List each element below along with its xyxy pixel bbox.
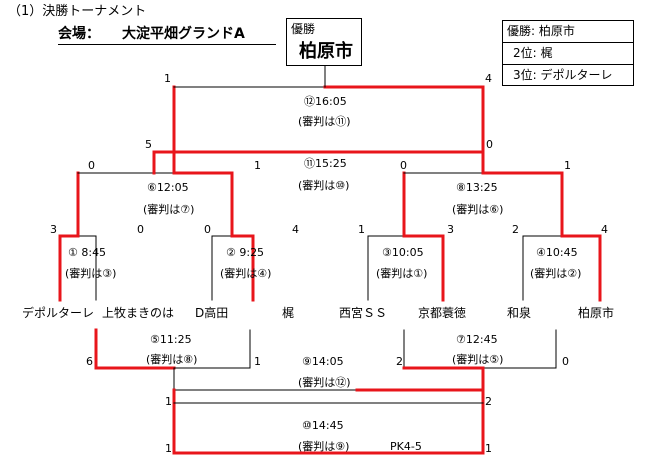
match-ref: (審判は⑥): [452, 203, 504, 216]
team-label: 京都蓑徳: [418, 306, 467, 320]
match-time: ④10:45: [536, 246, 578, 259]
champion-box: 優勝 柏原市: [286, 18, 362, 66]
match-ref: (審判は⑪): [298, 115, 351, 128]
results-line1: 優勝: 柏原市: [507, 24, 575, 38]
page-title: （1）決勝トーナメント: [8, 4, 147, 19]
team-label: 上牧まきのは: [102, 306, 175, 320]
m2-left-line: [211, 235, 233, 301]
m11-line: [152, 150, 485, 175]
match-ref: (審判は⑦): [143, 203, 195, 216]
m7-right-line: [482, 329, 557, 369]
venue-label: 会場：: [58, 26, 100, 42]
results-line1-row: 優勝: 柏原市: [503, 21, 633, 43]
results-line3: 3位: デポルターレ: [513, 68, 613, 82]
score-right: 1: [564, 159, 571, 172]
m5-right-line: [173, 329, 251, 369]
team-label: 柏原市: [578, 306, 615, 320]
match-ref: (審判は②): [530, 267, 582, 280]
score-right: 1: [254, 159, 261, 172]
match-time: ⑥12:05: [147, 181, 189, 194]
score-right: 4: [485, 72, 492, 85]
score-left: 0: [400, 159, 407, 172]
team-label: D高田: [195, 306, 229, 320]
score-right: 4: [601, 223, 608, 236]
team-label: 梶: [282, 306, 295, 320]
score-left: 0: [204, 223, 211, 236]
m5-left-line: [94, 328, 176, 370]
match-ref: (審判は④): [220, 267, 272, 280]
champion-team: 柏原市: [299, 41, 353, 62]
results-line3-row: 3位: デポルターレ: [503, 65, 633, 85]
score-left: 1: [358, 223, 365, 236]
results-line2: 2位: 梶: [513, 46, 553, 60]
match-time: ⑧13:25: [456, 181, 498, 194]
match-ref: (審判は⑤): [452, 353, 504, 366]
score-right: 0: [137, 223, 144, 236]
score-left: 6: [86, 355, 93, 368]
score-right: 0: [486, 138, 493, 151]
match-ref: (審判は⑧): [146, 353, 198, 366]
match-ref: (審判は⑩): [298, 179, 350, 192]
match-ref: (審判は⑫): [298, 376, 351, 389]
score-right: 4: [292, 223, 299, 236]
m4-right-line: [560, 234, 602, 302]
m3-left-line: [367, 235, 405, 301]
match-time: ① 8:45: [68, 246, 107, 259]
m1-right-line: [77, 235, 97, 301]
match-ref: (審判は①): [376, 267, 428, 280]
team-label: デポルターレ: [22, 306, 95, 320]
results-line2-row: 2位: 梶: [503, 43, 633, 65]
score-left: 5: [145, 138, 152, 151]
score-left: 1: [165, 442, 172, 455]
match-time: ⑨14:05: [302, 355, 344, 368]
venue-underline: [58, 44, 276, 45]
match-time: ③10:05: [382, 246, 424, 259]
score-right: 2: [485, 395, 492, 408]
m2-right-line: [230, 234, 255, 302]
score-left: 1: [164, 72, 171, 85]
team-label: 西宮ＳＳ: [339, 306, 388, 320]
score-right: 3: [447, 223, 454, 236]
score-left: 0: [88, 159, 95, 172]
score-right: 0: [562, 355, 569, 368]
score-left: 2: [396, 355, 403, 368]
score-left: 3: [50, 223, 57, 236]
match-time: ⑩14:45: [302, 419, 344, 432]
match-time: ⑫16:05: [304, 95, 347, 108]
score-right: 1: [485, 442, 492, 455]
champion-label: 優勝: [291, 22, 316, 36]
m9-right-line: [355, 366, 485, 392]
match-ref: (審判は⑨): [298, 440, 350, 453]
match-ref: (審判は③): [65, 267, 117, 280]
score-left: 2: [512, 223, 519, 236]
match-time: ⑦12:45: [456, 333, 498, 346]
m4-left-line: [522, 235, 563, 301]
match-time: ② 9:25: [226, 246, 265, 259]
m3-right-line: [402, 234, 445, 302]
pk-result: PK4-5: [390, 440, 422, 453]
match-time: ⑪15:25: [304, 157, 347, 170]
match-time: ⑤11:25: [150, 333, 192, 346]
results-box: 優勝: 柏原市 2位: 梶 3位: デポルターレ: [502, 20, 634, 86]
venue-name: 大淀平畑グランドA: [122, 26, 245, 42]
m1-left-line: [58, 234, 80, 302]
team-label: 和泉: [507, 306, 532, 320]
m10-box: [172, 388, 485, 455]
score-left: 1: [165, 395, 172, 408]
score-right: 1: [254, 355, 261, 368]
